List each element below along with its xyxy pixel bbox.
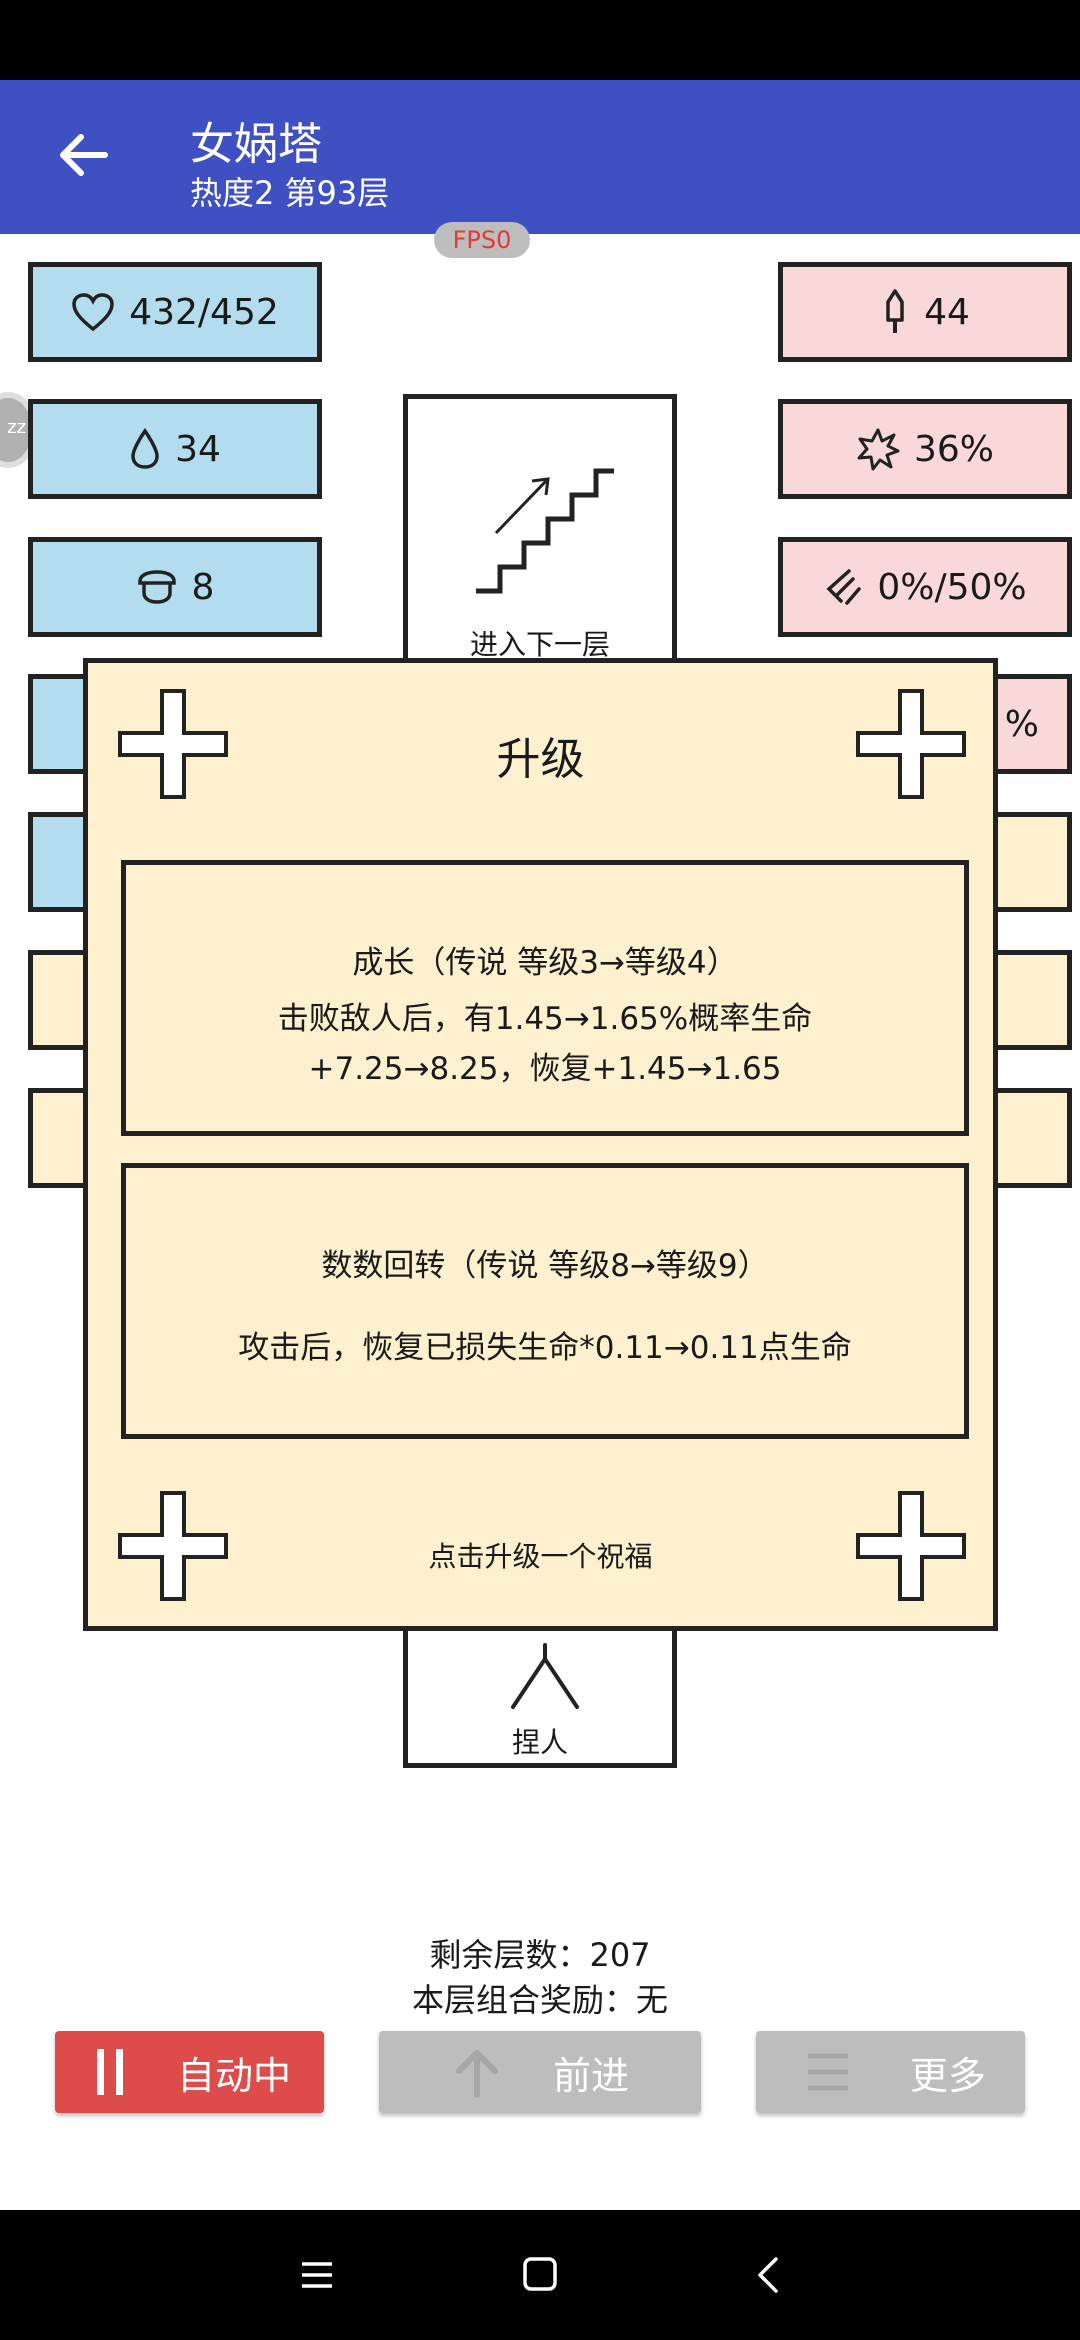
remaining-floors: 剩余层数：207	[429, 1936, 651, 1974]
page-title: 女娲塔	[190, 119, 322, 170]
blessing-desc-line: 攻击后，恢复已损失生命*0.11→0.11点生命	[238, 1330, 852, 1366]
more-button[interactable]: 更多	[756, 2031, 1025, 2113]
app-bar	[0, 80, 1080, 234]
person-icon	[511, 1643, 579, 1709]
forward-button[interactable]: 前进	[379, 2031, 701, 2113]
arrow-up-icon	[456, 2050, 498, 2097]
fps-badge: FPS0	[434, 222, 530, 258]
dialog-hint: 点击升级一个祝福	[428, 1540, 653, 1573]
auto-button-label: 自动中	[177, 2053, 292, 2098]
blessing-card-growth[interactable]: 成长（传说 等级3→等级4） 击败敌人后，有1.45→1.65%概率生命 +7.…	[121, 860, 969, 1136]
home-icon[interactable]	[522, 2256, 558, 2292]
stat-defense: 8	[28, 537, 322, 637]
plus-icon	[856, 1491, 966, 1601]
stat-pierce: 0%/50%	[778, 537, 1072, 637]
sword-icon	[886, 289, 904, 333]
system-nav-bar	[0, 2210, 1080, 2340]
stat-pierce-value: 0%/50%	[877, 566, 1027, 608]
menu-icon	[808, 2053, 848, 2091]
blessing-desc-line: +7.25→8.25，恢复+1.45→1.65	[308, 1051, 782, 1087]
stat-hp: 432/452	[28, 262, 322, 362]
plus-icon	[856, 689, 966, 799]
page-subtitle: 热度2 第93层	[190, 174, 390, 212]
stat-crit-value: 36%	[913, 428, 994, 470]
helmet-icon	[137, 570, 176, 604]
stat-attack-value: 44	[924, 291, 970, 333]
slash-icon	[826, 569, 862, 605]
pinch-tile[interactable]: 捏人	[403, 1620, 677, 1768]
burst-icon	[857, 428, 900, 471]
blessing-title: 数数回转（传说 等级8→等级9）	[321, 1248, 769, 1284]
pinch-label: 捏人	[511, 1726, 568, 1759]
more-button-label: 更多	[910, 2053, 987, 2098]
combo-bonus: 本层组合奖励：无	[411, 1981, 668, 2019]
status-bar	[0, 0, 1080, 80]
stat-hp-value: 432/452	[129, 291, 279, 333]
pause-icon	[97, 2049, 123, 2095]
back-button[interactable]	[44, 100, 124, 210]
blessing-title: 成长（传说 等级3→等级4）	[352, 945, 738, 981]
stairs-icon	[476, 468, 614, 594]
stat-crit: 36%	[778, 399, 1072, 499]
next-floor-tile[interactable]: 进入下一层	[403, 394, 677, 674]
stat-attack: 44	[778, 262, 1072, 362]
blessing-desc-line: 击败敌人后，有1.45→1.65%概率生命	[277, 1001, 813, 1037]
back-nav-icon[interactable]	[756, 2256, 780, 2294]
plus-icon	[118, 1491, 228, 1601]
stat-defense-value: 8	[191, 566, 215, 608]
upgrade-dialog: 升级 成长（传说 等级3→等级4） 击败敌人后，有1.45→1.65%概率生命 …	[83, 658, 998, 1631]
plus-icon	[118, 689, 228, 799]
stat-mana-value: 34	[175, 428, 221, 470]
auto-button[interactable]: 自动中	[55, 2031, 324, 2113]
menu-icon[interactable]	[300, 2258, 334, 2292]
dialog-title: 升级	[496, 734, 585, 785]
stat-right-4-value: %	[1004, 703, 1039, 745]
heart-icon	[72, 293, 114, 332]
forward-button-label: 前进	[553, 2053, 630, 2098]
stat-mana: 34	[28, 399, 322, 499]
drop-icon	[131, 428, 159, 469]
blessing-card-rotation[interactable]: 数数回转（传说 等级8→等级9） 攻击后，恢复已损失生命*0.11→0.11点生…	[121, 1163, 969, 1439]
next-floor-label: 进入下一层	[469, 628, 610, 661]
arrow-left-icon	[60, 134, 108, 176]
